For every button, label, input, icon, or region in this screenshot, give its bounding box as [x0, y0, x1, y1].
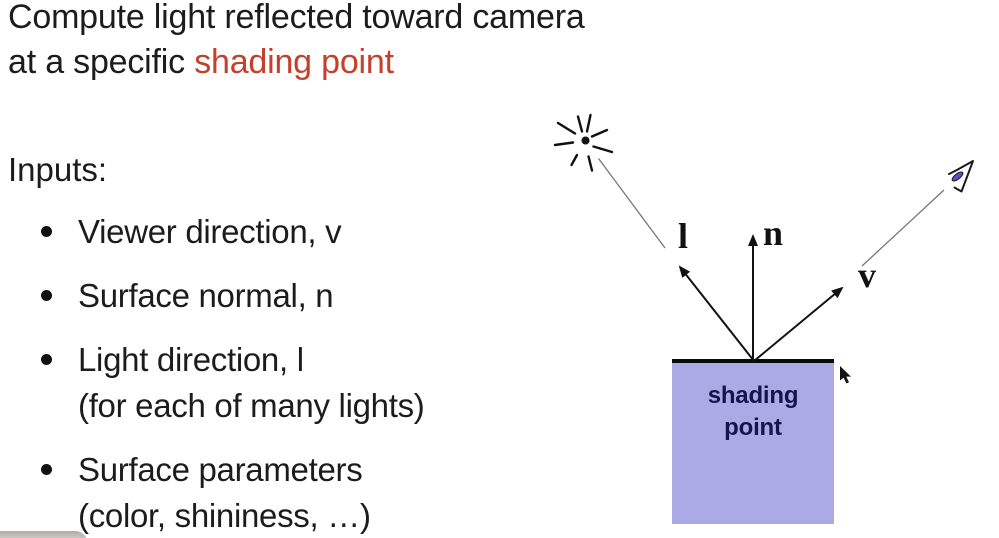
- bullet-line: (for each of many lights): [78, 387, 425, 424]
- bullet-dot-icon: [41, 354, 52, 365]
- bullet-text: Light direction, l (for each of many lig…: [78, 337, 425, 429]
- list-item: Surface normal, n: [41, 273, 334, 319]
- list-item: Viewer direction, v: [41, 209, 342, 255]
- camera-icon: [948, 160, 974, 193]
- viewer-direction-arrow: [753, 286, 844, 362]
- bullet-line: (color, shininess, …): [78, 497, 371, 534]
- bullet-line: Surface parameters: [78, 451, 363, 488]
- page-title: Compute light reflected toward camera at…: [8, 0, 585, 85]
- inputs-heading: Inputs:: [8, 151, 108, 188]
- mouse-cursor-icon: [839, 364, 853, 385]
- title-line-2: at a specific shading point: [8, 40, 585, 85]
- bullet-dot-icon: [41, 290, 52, 301]
- bullet-text: Viewer direction, v: [78, 209, 342, 255]
- shading-point-label-line1: shading: [707, 382, 799, 409]
- list-item: Light direction, l (for each of many lig…: [41, 337, 425, 429]
- surface-normal-label: n: [763, 213, 784, 253]
- bullet-text: Surface parameters (color, shininess, …): [78, 447, 371, 538]
- bullet-line: Surface normal, n: [78, 277, 334, 314]
- title-line-1: Compute light reflected toward camera: [8, 0, 585, 36]
- corner-overlay: [0, 531, 88, 538]
- title-highlight-shading-point: shading point: [194, 43, 394, 81]
- bullet-dot-icon: [41, 464, 52, 475]
- bullet-line: Viewer direction, v: [78, 213, 342, 250]
- bullet-text: Surface normal, n: [78, 273, 334, 319]
- shading-point-surface: shading point: [672, 359, 834, 524]
- title-line-2-text: at a specific: [8, 43, 195, 81]
- bullet-dot-icon: [41, 226, 52, 237]
- light-direction-arrow: [678, 265, 755, 362]
- bullet-line: Light direction, l: [78, 341, 304, 378]
- light-source-icon: [553, 113, 614, 172]
- light-direction-label: l: [678, 216, 689, 256]
- shading-point-label: shading point: [672, 380, 834, 444]
- viewer-direction-label: v: [858, 255, 876, 295]
- list-item: Surface parameters (color, shininess, …): [41, 447, 371, 538]
- shading-point-label-line2: point: [724, 414, 782, 441]
- light-ray-line: [597, 158, 666, 249]
